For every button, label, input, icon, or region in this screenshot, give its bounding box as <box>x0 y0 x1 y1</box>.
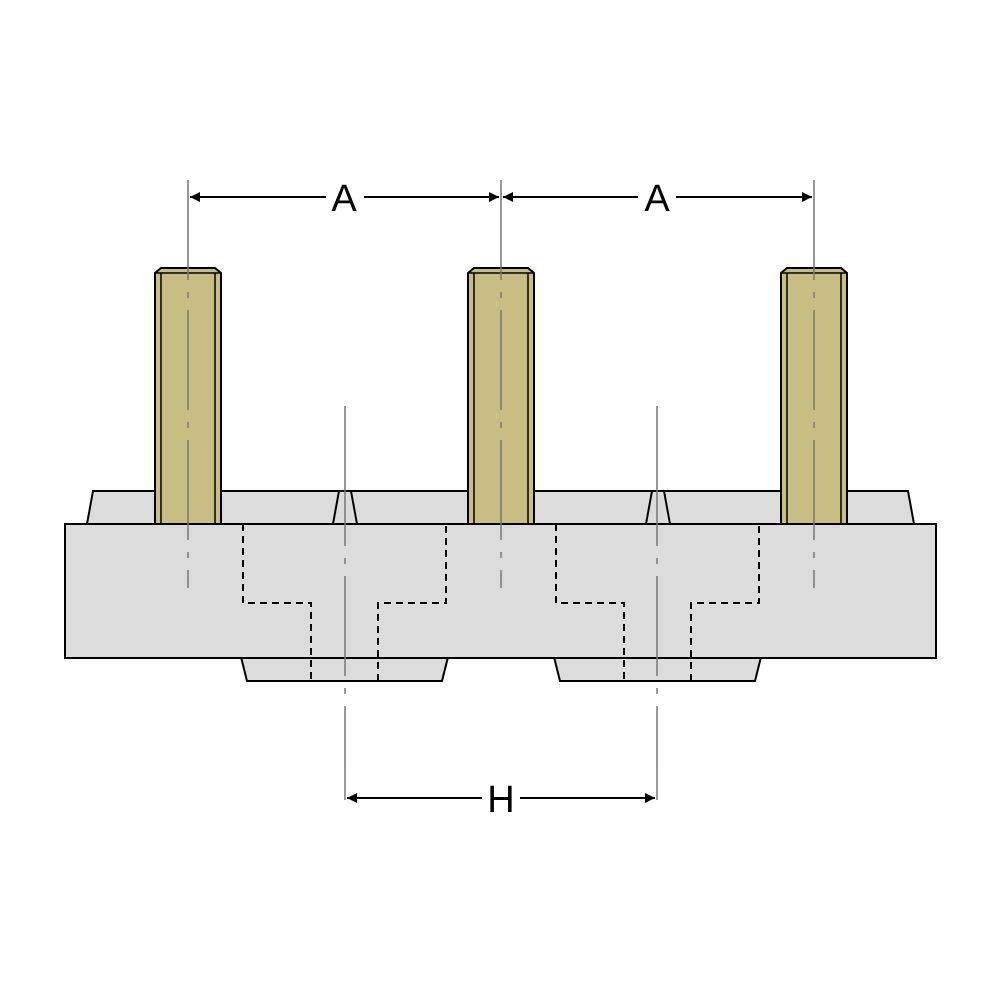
dimension-label-a-left: A <box>331 178 357 220</box>
dimension-label-h: H <box>487 779 514 821</box>
main-body <box>64 523 937 659</box>
label-backing <box>326 180 364 216</box>
dimension-label-a-right: A <box>644 178 670 220</box>
hidden-slot-left <box>242 524 447 681</box>
label-backing <box>638 180 676 216</box>
ledge-notch-right <box>645 490 671 525</box>
centerlines <box>187 180 815 800</box>
label-backing <box>482 780 520 816</box>
hidden-slot-right <box>555 524 760 681</box>
